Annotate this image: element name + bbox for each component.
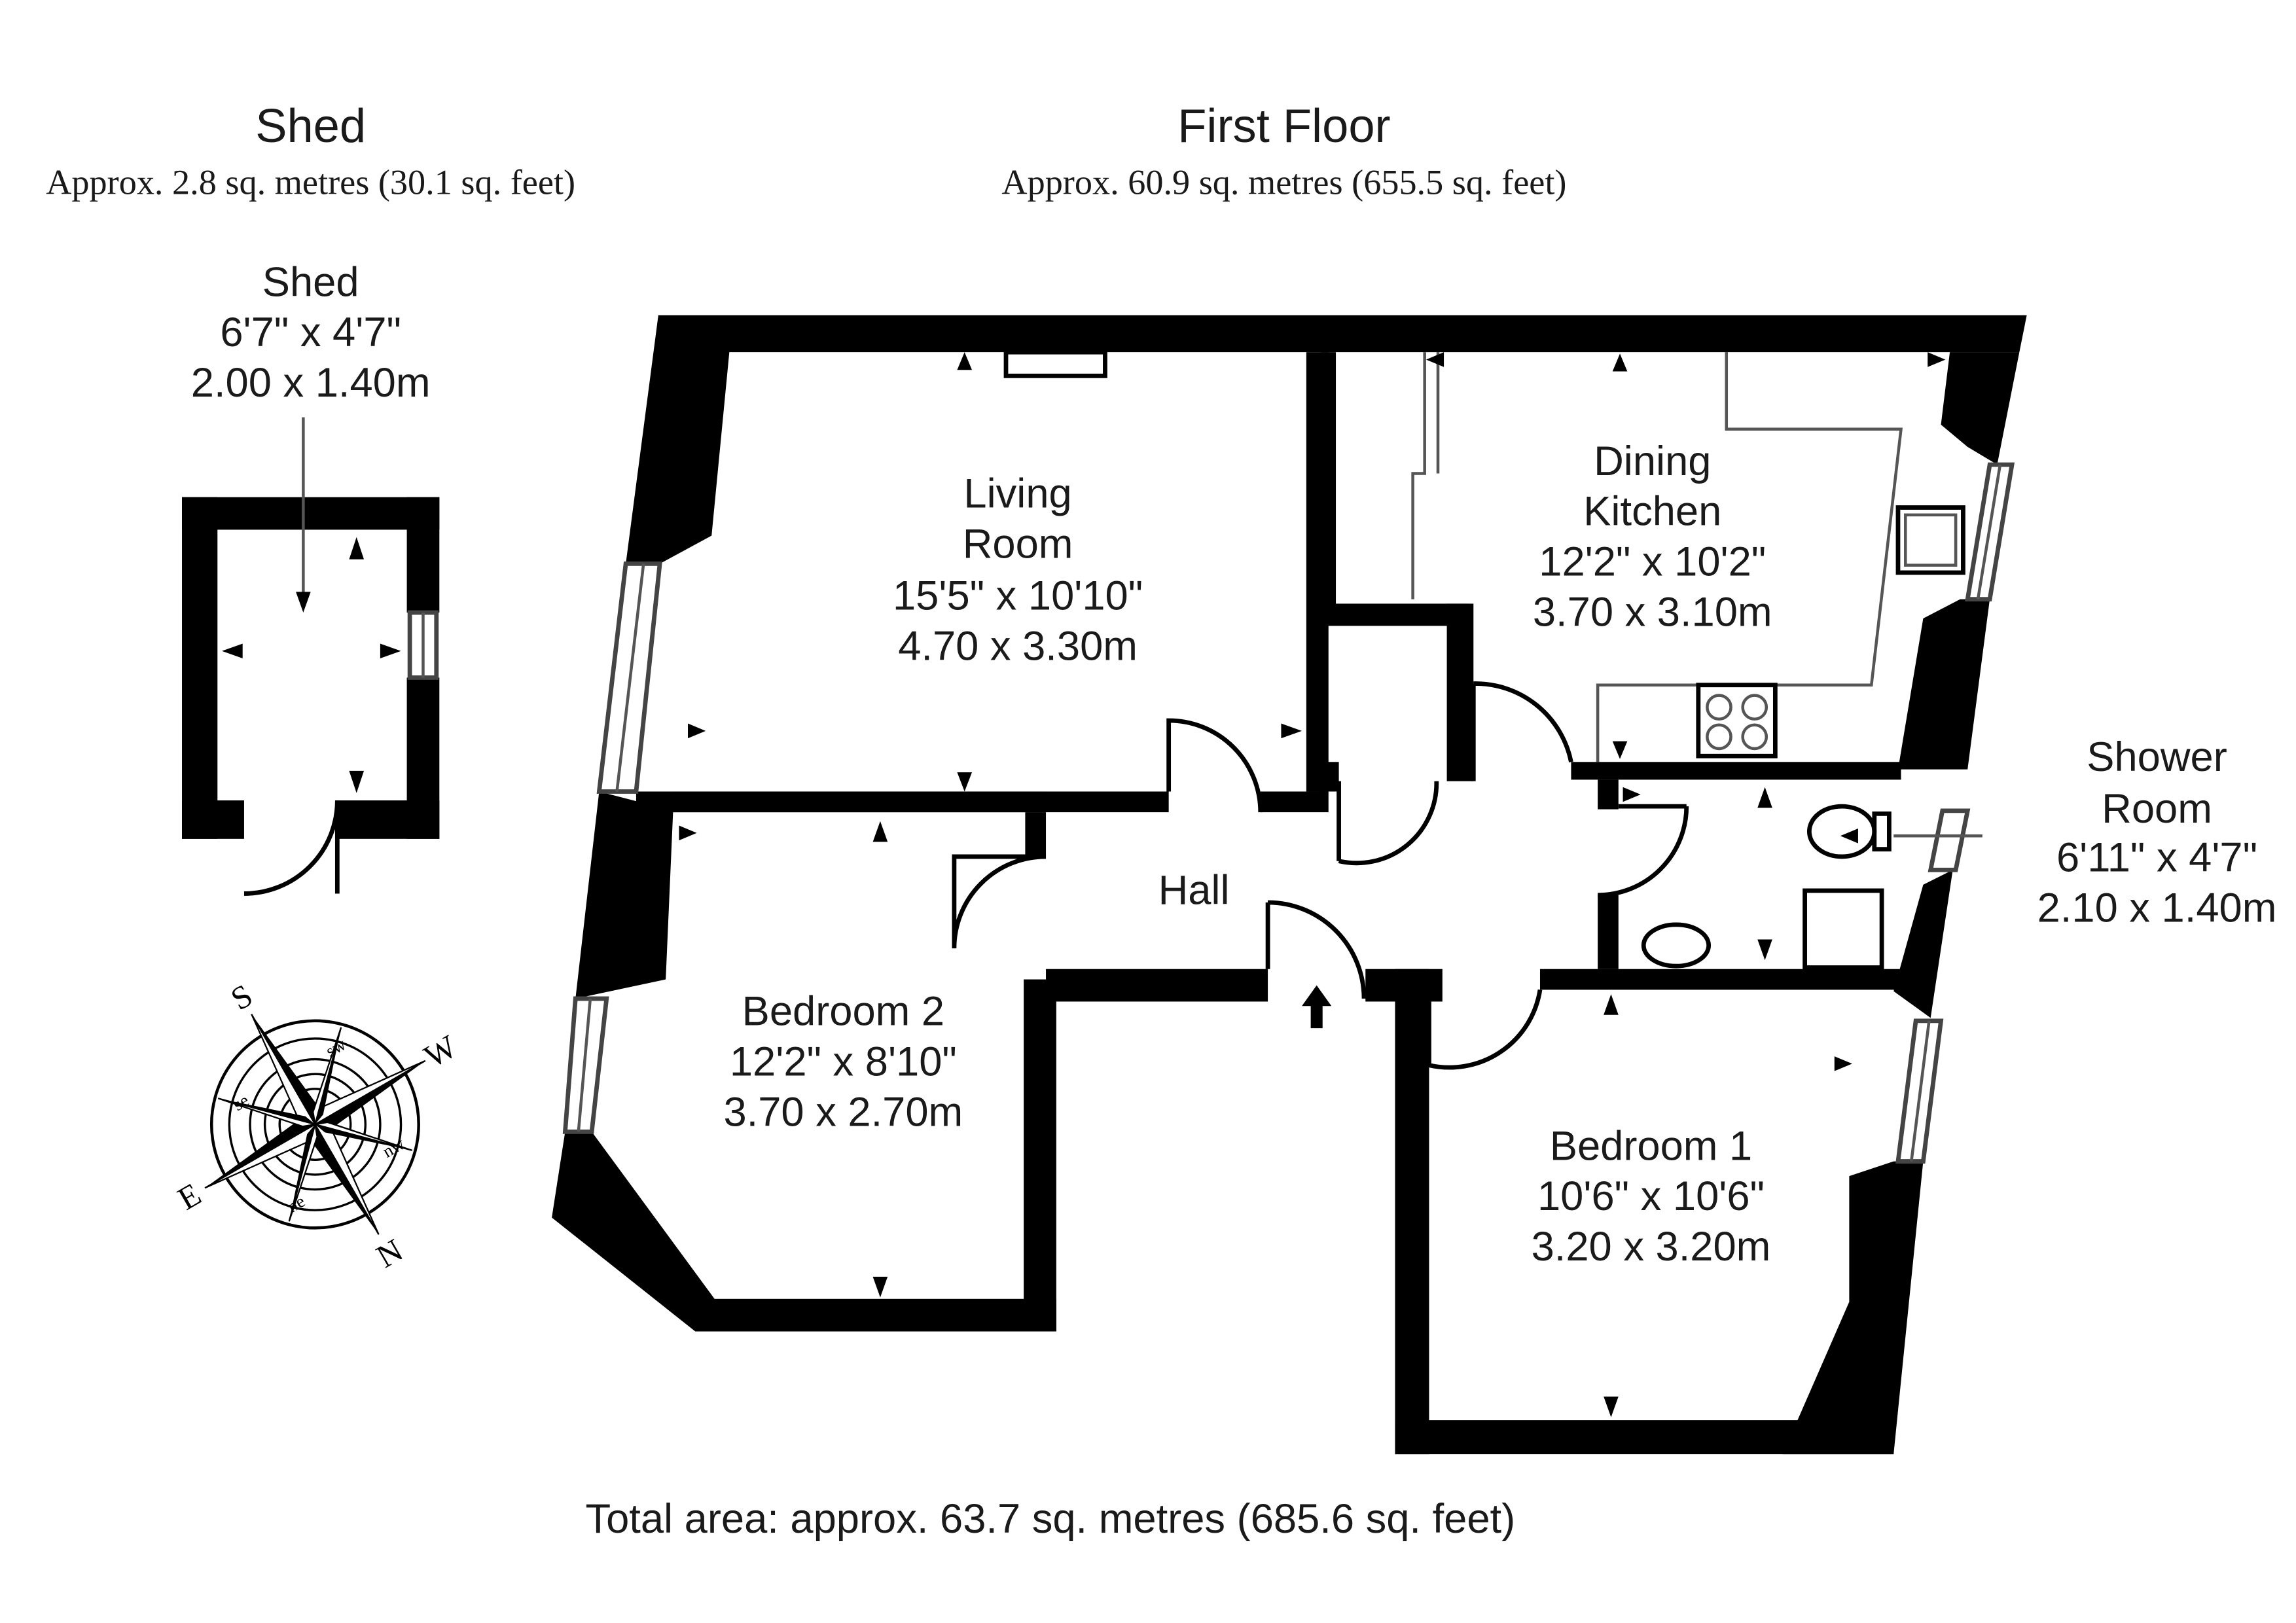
- dining-kitchen-metric: 3.70 x 3.10m: [1533, 589, 1772, 635]
- first-floor-header-title: First Floor: [1177, 100, 1390, 152]
- compass-label-s: S: [224, 977, 258, 1017]
- compass-label-w: W: [418, 1028, 463, 1075]
- bedroom-1-name: Bedroom 1: [1550, 1123, 1752, 1169]
- shed-plan: [182, 417, 440, 896]
- shed-header-title: Shed: [255, 100, 366, 152]
- shower-room-name-2: Room: [2102, 786, 2212, 832]
- entrance-arrow-icon: [1302, 985, 1332, 1029]
- first-floor-header-area: Approx. 60.9 sq. metres (655.5 sq. feet): [1001, 162, 1566, 202]
- doors: [952, 681, 1689, 1070]
- living-room-door: [1166, 718, 1263, 813]
- compass-label-se: se: [230, 1090, 253, 1115]
- dining-kitchen-imperial: 12'2" x 10'2": [1539, 539, 1766, 584]
- living-room-imperial: 15'5" x 10'10": [893, 573, 1143, 618]
- compass-label-e: E: [171, 1176, 207, 1217]
- bedroom-1-door: [1427, 989, 1543, 1070]
- living-room-name-1: Living: [963, 471, 1071, 517]
- first-floor-walls: [552, 315, 2027, 1455]
- kitchen-sink-icon: [1895, 505, 1965, 575]
- dining-kitchen-name-1: Dining: [1594, 438, 1711, 484]
- total-area: Total area: approx. 63.7 sq. metres (685…: [585, 1496, 1515, 1542]
- shed-header-area: Approx. 2.8 sq. metres (30.1 sq. feet): [46, 162, 575, 202]
- basin-icon: [1641, 922, 1712, 969]
- bedroom-1-metric: 3.20 x 3.20m: [1532, 1224, 1771, 1270]
- kitchen-sliding-door: [1411, 352, 1440, 599]
- living-room-metric: 4.70 x 3.30m: [898, 623, 1138, 669]
- bedroom-1-imperial: 10'6" x 10'6": [1537, 1173, 1765, 1219]
- shed-room-imperial: 6'7" x 4'7": [220, 310, 401, 355]
- shed-room-name: Shed: [262, 259, 359, 305]
- kitchen-door: [1471, 681, 1573, 781]
- windows: [562, 462, 2015, 1164]
- toilet-icon: [1806, 804, 1877, 859]
- compass-label-n: N: [370, 1232, 409, 1275]
- shed-room-metric: 2.00 x 1.40m: [191, 360, 431, 406]
- compass-label-ne: ne: [284, 1191, 308, 1217]
- measure-markers: [679, 352, 1982, 1418]
- shower-room-metric: 2.10 x 1.40m: [2037, 885, 2277, 931]
- kitchen-worktop: [1596, 352, 1903, 762]
- fireplace: [1003, 349, 1107, 378]
- shower-door: [1598, 804, 1689, 898]
- entrance-door: [1265, 900, 1367, 999]
- compass-rose-icon: S N E W se sw ne nw: [171, 977, 463, 1275]
- compass-label-nw: nw: [379, 1133, 408, 1162]
- cupboard-door: [1336, 781, 1439, 866]
- shower-tray-icon: [1803, 888, 1884, 970]
- shower-window: [1928, 808, 1971, 872]
- bedroom-2-door: [952, 854, 1047, 949]
- bedroom-2-metric: 3.70 x 2.70m: [723, 1089, 963, 1135]
- dining-kitchen-name-2: Kitchen: [1583, 489, 1721, 535]
- hob-icon: [1696, 683, 1778, 758]
- living-room-name-2: Room: [963, 521, 1073, 567]
- compass-label-sw: sw: [322, 1034, 349, 1061]
- hall-name: Hall: [1158, 867, 1230, 913]
- bedroom-2-name: Bedroom 2: [742, 989, 944, 1035]
- shower-room-imperial: 6'11" x 4'7": [2056, 835, 2257, 881]
- fixtures: [1003, 349, 1965, 1029]
- shower-room-name-1: Shower: [2087, 734, 2227, 780]
- shed-door: [243, 800, 340, 896]
- bedroom-2-imperial: 12'2" x 8'10": [730, 1039, 957, 1084]
